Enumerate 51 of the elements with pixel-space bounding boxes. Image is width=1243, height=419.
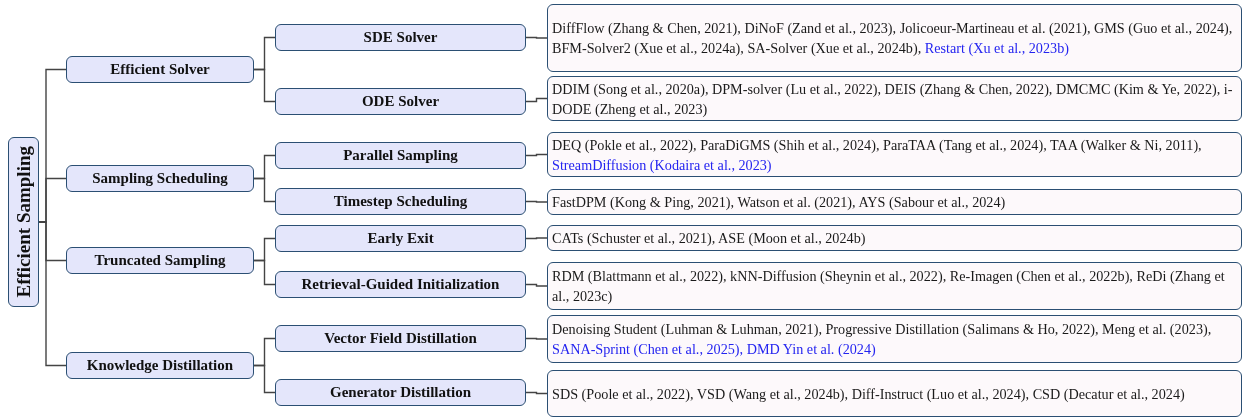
category-label: Vector Field Distillation <box>324 330 477 347</box>
category-box <box>275 188 526 215</box>
category-box <box>275 271 526 298</box>
tree-connector <box>525 283 548 287</box>
category-label: Generator Distillation <box>330 384 471 401</box>
tree-connector <box>253 68 276 103</box>
tree-connector <box>525 237 548 240</box>
tree-connector <box>525 200 548 203</box>
reference-box <box>547 370 1242 417</box>
reference-list: CATs (Schuster et al., 2021), ASE (Moon et al., 2024b) <box>552 228 866 248</box>
category-box <box>66 165 254 192</box>
category-box <box>275 225 526 252</box>
category-label: Parallel Sampling <box>343 147 458 164</box>
category-box <box>275 142 526 169</box>
category-label: Timestep Scheduling <box>333 193 468 210</box>
tree-connector <box>525 337 548 340</box>
category-box <box>275 24 526 51</box>
category-label: ODE Solver <box>361 93 440 110</box>
reference-list: FastDPM (Kong & Ping, 2021), Watson et al. (2021), AYS (Sabour et al., 2024) <box>552 192 1006 212</box>
reference-box <box>547 225 1242 251</box>
tree-connector <box>38 221 67 367</box>
category-box <box>275 88 526 115</box>
tree-connector <box>525 36 548 39</box>
category-label: SDE Solver <box>363 29 438 46</box>
category-box <box>66 247 254 274</box>
tree-connector <box>525 153 548 157</box>
reference-list: Denoising Student (Luhman & Luhman, 2021), Progressive Distillation (Salimans & Ho, 2022), Meng et al. (2023), SANA-Sprint (Chen et al., 2025), DMD Yin et al. (2024) <box>552 319 1237 359</box>
reference-list: SDS (Poole et al., 2022), VSD (Wang et al., 2024b), Diff-Instruct (Luo et al., 2024), CSD (Decatur et al., 2024) <box>552 383 1185 404</box>
category-box <box>275 325 526 352</box>
reference-list: DiffFlow (Zhang & Chen, 2021), DiNoF (Zand et al., 2023), Jolicoeur-Martineau et al. (2021), GMS (Guo et al., 2024), BFM-Solver2 (Xue et al., 2024a), SA-Solver (Xue et al., 2024b), Restart (Xu et al., 2023b) <box>552 18 1237 58</box>
category-box <box>66 352 254 379</box>
tree-connector <box>253 177 276 203</box>
tree-connector <box>253 364 276 394</box>
category-label: Retrieval-Guided Initialization <box>301 276 500 293</box>
tree-connector <box>525 97 548 103</box>
tree-connector <box>253 259 276 286</box>
reference-box <box>547 4 1242 72</box>
reference-list: RDM (Blattmann et al., 2022), kNN-Diffusion (Sheynin et al., 2022), Re-Imagen (Chen et al., 2022b), ReDi (Zhang et al., 2023c) <box>552 266 1237 306</box>
category-label: Early Exit <box>367 230 434 247</box>
reference-list: DDIM (Song et al., 2020a), DPM-solver (Lu et al., 2022), DEIS (Zhang & Chen, 2022), DMCMC (Kim & Ye, 2022), i-DODE (Zheng et al., 2023) <box>552 78 1237 119</box>
category-label: Truncated Sampling <box>94 252 226 269</box>
category-label: Sampling Scheduling <box>92 170 228 187</box>
category-label: Knowledge Distillation <box>86 357 234 374</box>
reference-box <box>547 189 1242 215</box>
root-category-box <box>8 137 39 307</box>
category-box <box>66 56 254 83</box>
category-label: Efficient Solver <box>110 61 210 78</box>
category-box <box>275 379 526 406</box>
tree-connector <box>525 391 548 395</box>
reference-list: DEQ (Pokle et al., 2022), ParaDiGMS (Shih et al., 2024), ParaTAA (Tang et al., 2024), TAA (Walker & Ni, 2011), StreamDiffusion (Kodaira et al., 2023) <box>552 134 1237 175</box>
category-label: Efficient Sampling <box>12 146 35 298</box>
